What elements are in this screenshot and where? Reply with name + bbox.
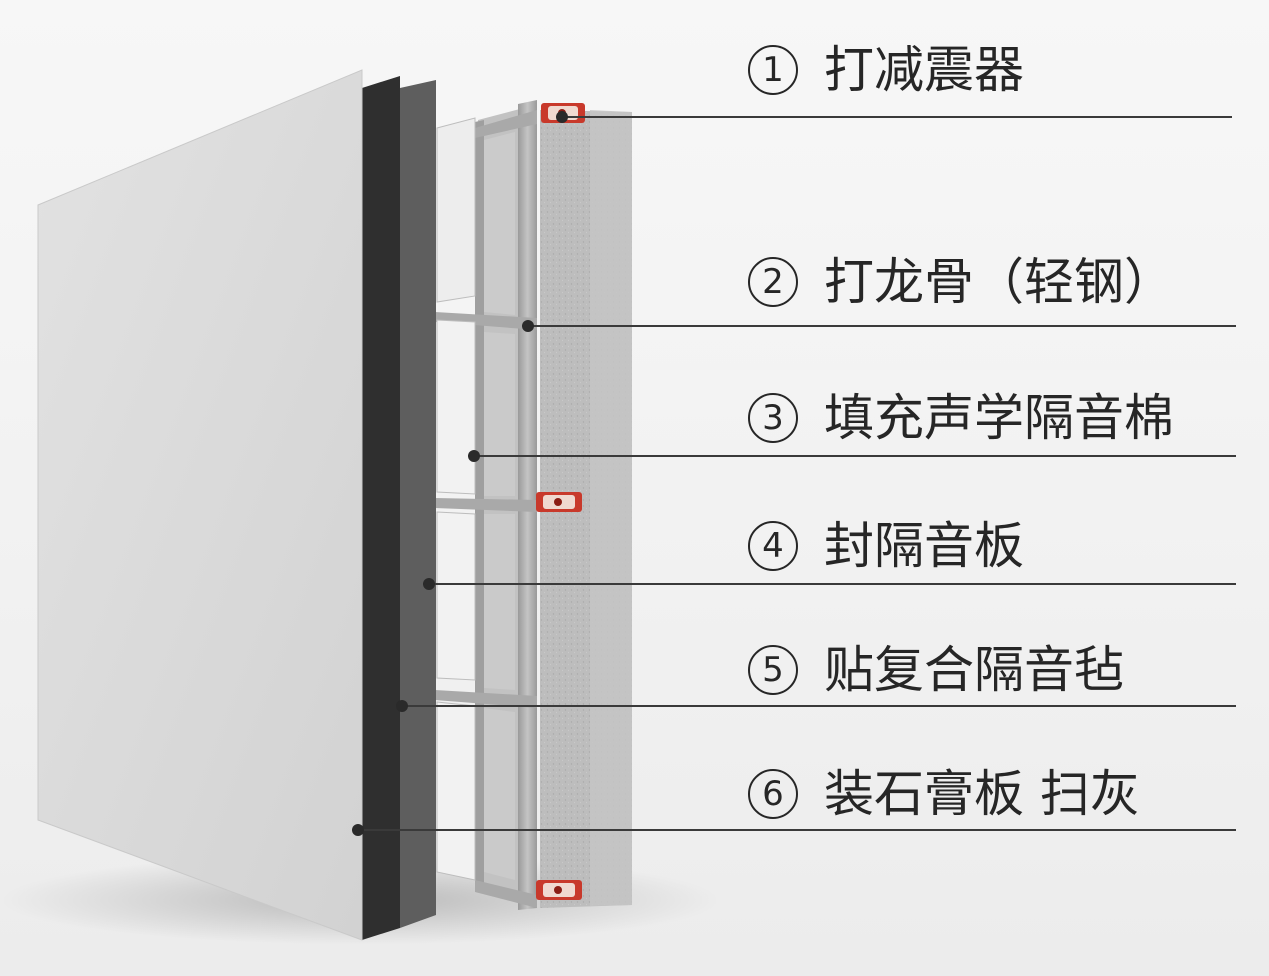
- label-text: 打龙骨（轻钢）: [824, 253, 1174, 311]
- leader-dots: [352, 111, 568, 836]
- label-number: 1: [748, 45, 798, 95]
- shock-absorber-middle: [536, 492, 582, 512]
- leader-dot-5: [396, 700, 408, 712]
- leader-dot-6: [352, 824, 364, 836]
- leader-dot-2: [522, 320, 534, 332]
- label-gypsum-board: 6 装石膏板 扫灰: [748, 764, 1140, 824]
- label-text: 贴复合隔音毡: [824, 641, 1124, 699]
- acoustic-board: [400, 80, 436, 928]
- leader-lines: [358, 116, 1236, 831]
- composite-felt: [362, 76, 400, 940]
- gypsum-board: [37, 69, 363, 941]
- label-number: 3: [748, 393, 798, 443]
- shock-absorber-bottom: [536, 880, 582, 900]
- label-number: 2: [748, 257, 798, 307]
- label-shock-absorber: 1 打减震器: [748, 40, 1024, 100]
- label-steel-keel: 2 打龙骨（轻钢）: [748, 252, 1174, 312]
- label-composite-felt: 5 贴复合隔音毡: [748, 640, 1124, 700]
- steel-keel-frame: [435, 100, 537, 910]
- leader-dot-3: [468, 450, 480, 462]
- label-text: 打减震器: [824, 41, 1024, 99]
- label-text: 填充声学隔音棉: [824, 389, 1174, 447]
- label-number: 5: [748, 645, 798, 695]
- label-number: 6: [748, 769, 798, 819]
- label-number: 4: [748, 521, 798, 571]
- label-text: 封隔音板: [824, 517, 1024, 575]
- leader-dot-1: [556, 111, 568, 123]
- leader-dot-4: [423, 578, 435, 590]
- label-acoustic-cotton: 3 填充声学隔音棉: [748, 388, 1174, 448]
- label-text: 装石膏板 扫灰: [824, 765, 1140, 823]
- label-acoustic-board: 4 封隔音板: [748, 516, 1024, 576]
